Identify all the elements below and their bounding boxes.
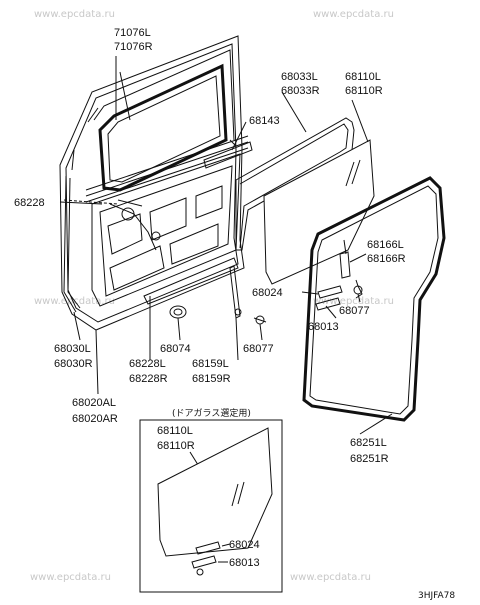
label-71076L: 71076L [114, 27, 151, 39]
door-glass-68110 [263, 139, 375, 285]
label-68024: 68024 [252, 287, 283, 299]
door-shell [59, 35, 249, 331]
watermark: www.epcdata.ru [34, 296, 115, 307]
label-68159R: 68159R [192, 373, 231, 385]
label-68110L: 68110L [345, 71, 381, 83]
label-68033R: 68033R [281, 85, 320, 97]
label-68030R: 68030R [54, 358, 93, 370]
label-68143: 68143 [249, 115, 280, 127]
label-68077-left: 68077 [243, 343, 274, 355]
diagram-code: 3HJFA78 [418, 591, 455, 601]
inset-label-68013: 68013 [229, 557, 260, 569]
label-68074: 68074 [160, 343, 191, 355]
label-68033L: 68033L [281, 71, 318, 83]
inset-label-68024: 68024 [229, 539, 260, 551]
label-68166R: 68166R [367, 253, 406, 265]
watermark: www.epcdata.ru [313, 296, 394, 307]
inset-label-68110L: 68110L [157, 425, 193, 437]
label-68166L: 68166L [367, 239, 404, 251]
channel-68166 [339, 239, 351, 279]
label-68110R: 68110R [345, 85, 383, 97]
label-68013: 68013 [308, 321, 339, 333]
label-68077-right: 68077 [339, 305, 370, 317]
label-68020AL: 68020AL [72, 397, 116, 409]
label-68228: 68228 [14, 197, 45, 209]
inset-label-68110R: 68110R [157, 440, 195, 452]
watermark: www.epcdata.ru [30, 572, 111, 583]
label-71076R: 71076R [114, 41, 153, 53]
weatherstrip-68251 [302, 176, 446, 422]
label-68228L: 68228L [129, 358, 166, 370]
lower-sash-68159 [229, 265, 242, 319]
watermark: www.epcdata.ru [313, 9, 394, 20]
leader-lines [59, 56, 393, 435]
glass-holder-68024 [315, 285, 343, 311]
label-68030L: 68030L [54, 343, 91, 355]
bolt-68077b [253, 315, 267, 325]
label-68251R: 68251R [350, 453, 389, 465]
label-68228R: 68228R [129, 373, 168, 385]
watermark: www.epcdata.ru [34, 9, 115, 20]
watermark: www.epcdata.ru [290, 572, 371, 583]
label-68251L: 68251L [350, 437, 387, 449]
label-68020AR: 68020AR [72, 413, 118, 425]
label-68159L: 68159L [192, 358, 229, 370]
inset-caption: (ドアガラス選定用) [172, 407, 251, 419]
inset-door-glass-selection: (ドアガラス選定用) 68110L 68110R 68024 68013 [139, 407, 283, 593]
